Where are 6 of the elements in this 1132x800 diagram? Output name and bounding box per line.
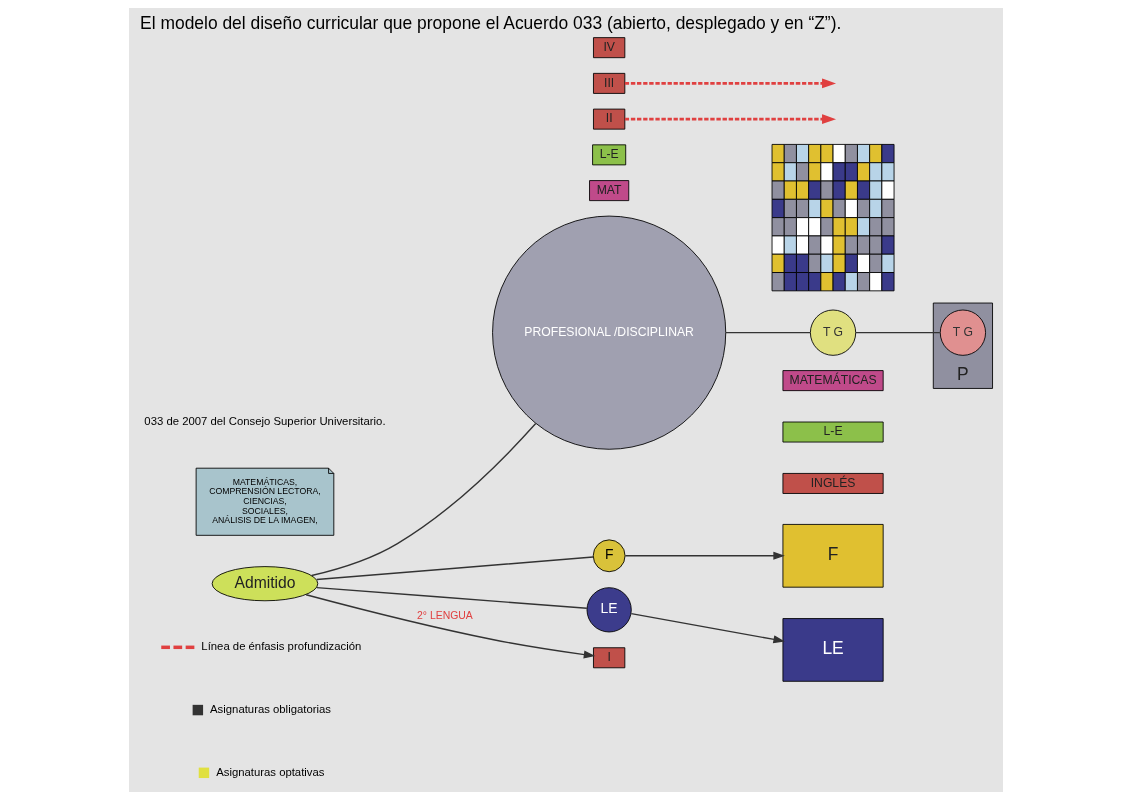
legend-label: Asignaturas optativas bbox=[216, 765, 325, 778]
diagram-title: El modelo del diseño curricular que propone el Acuerdo 033 (abierto, desplegado y en “Z”). bbox=[140, 12, 842, 33]
legend-label: Línea de énfasis profundización bbox=[201, 640, 362, 653]
edge-label: 2° LENGUA bbox=[417, 610, 473, 622]
label: 033 de 2007 del Consejo Superior Universitario. bbox=[144, 414, 386, 427]
legend-label: Asignaturas obligatorias bbox=[210, 703, 331, 716]
